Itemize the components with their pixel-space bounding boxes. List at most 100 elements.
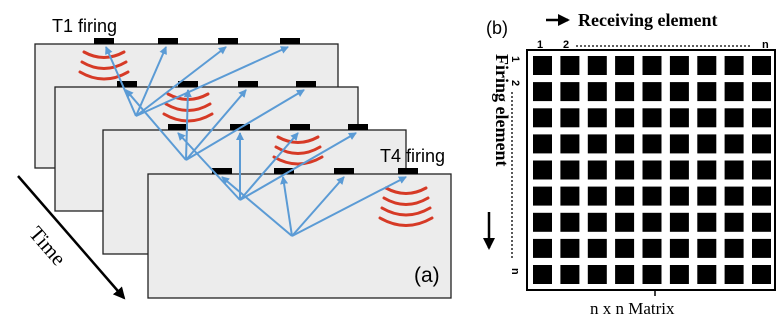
wavefront-icon [272,135,324,166]
matrix-cell [752,160,771,180]
ray-arrow [185,89,247,161]
matrix-cell [560,160,580,180]
firing-element-label: Firing element [492,54,512,166]
matrix-cell [615,56,635,75]
matrix-cell [752,56,771,75]
matrix-cell [587,108,607,128]
slab-t4 [147,168,452,299]
matrix-cell [642,212,662,232]
matrix-cell [615,160,635,180]
matrix-cell [587,186,607,206]
matrix-cell [615,238,635,258]
matrix-cell [642,265,662,284]
t1-firing-label: T1 firing [52,16,117,36]
matrix-cell [697,108,717,128]
matrix-cell [697,212,717,232]
matrix-cell [615,212,635,232]
matrix-cell [669,82,689,102]
matrix-cell [724,238,744,258]
ray-arrow [280,176,293,237]
matrix-cell [615,186,635,206]
ray-arrow [291,176,345,237]
transducer-element [238,81,258,87]
matrix-cell [560,265,580,284]
ray-arrow [105,46,137,117]
ray-paths [105,46,407,237]
matrix-frame [526,49,776,291]
matrix-cell [560,82,580,102]
col-index-1: 1 [537,39,543,51]
matrix-cell [642,238,662,258]
transducer-element [398,168,418,174]
transducer-element [117,81,137,87]
panel-a: T1 firing [17,16,452,300]
transducer-element [168,124,188,130]
matrix-cell [560,238,580,258]
matrix-cell [642,134,662,154]
matrix-cell [560,134,580,154]
ray-arrow [221,176,293,237]
ray-arrow [291,176,407,237]
matrix-caption: n x n Matrix [590,299,675,318]
matrix-cell [642,160,662,180]
matrix-cell [533,238,552,258]
matrix-cell [669,265,689,284]
matrix-cell [752,265,771,284]
matrix-cell [724,108,744,128]
transducer-element [218,38,238,44]
matrix-cell [533,160,552,180]
matrix-cell [642,82,662,102]
matrix-cell [752,238,771,258]
matrix-cell [533,186,552,206]
matrix-cell [560,212,580,232]
transducer-element [290,124,310,130]
matrix-cell [724,134,744,154]
matrix-cell [615,108,635,128]
matrix-cell [752,212,771,232]
slab-t4-body [147,173,452,299]
matrix-grid [533,56,771,284]
matrix-cell [724,212,744,232]
matrix-cell [642,186,662,206]
matrix-cell [615,82,635,102]
ray-arrow [239,132,357,201]
matrix-cell [533,265,552,284]
matrix-cell [724,160,744,180]
matrix-cell [533,82,552,102]
matrix-cell [724,186,744,206]
panel-a-label: (a) [414,264,440,287]
matrix-cell [724,82,744,102]
wavefront-icon [378,186,434,227]
matrix-cell [724,265,744,284]
matrix-cell [697,265,717,284]
transducer-element [334,168,354,174]
matrix-cell [615,134,635,154]
panel-b: (b) Receiving element 1 2 n Firing eleme… [483,10,776,318]
col-index-n: n [762,39,769,51]
matrix-cell [642,108,662,128]
transducer-element [158,38,178,44]
matrix-cell [642,56,662,75]
matrix-cell [752,82,771,102]
ray-arrow [135,46,289,117]
matrix-cell [533,212,552,232]
matrix-cell [560,186,580,206]
matrix-cell [587,134,607,154]
ray-arrow [185,89,305,161]
matrix-cell [587,265,607,284]
transducer-element [280,38,300,44]
matrix-cell [533,134,552,154]
matrix-cell [587,160,607,180]
ray-arrow [135,46,227,117]
matrix-cell [752,186,771,206]
transducer-element [348,124,368,130]
time-arrow [17,175,126,300]
matrix-cell [560,56,580,75]
matrix-cell [697,56,717,75]
transducer-element [212,168,232,174]
matrix-cell [724,56,744,75]
matrix-cell [669,212,689,232]
ray-arrow [183,89,192,161]
matrix-cell [697,82,717,102]
matrix-cell [669,56,689,75]
